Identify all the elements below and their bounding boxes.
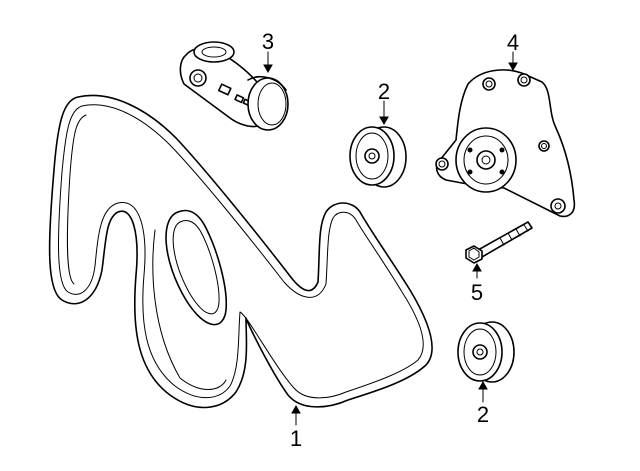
belt-tensioner[interactable] xyxy=(179,41,289,131)
callout-water-pump: 4 xyxy=(507,30,519,55)
callout-bolt: 5 xyxy=(471,280,483,305)
serpentine-belt[interactable] xyxy=(48,94,433,409)
bolt[interactable] xyxy=(465,221,533,264)
callout-idler-pulley-upper: 2 xyxy=(378,79,390,104)
water-pump[interactable] xyxy=(435,69,576,218)
callout-leaders xyxy=(263,51,518,426)
idler-pulley-lower[interactable] xyxy=(457,321,515,383)
callout-tensioner: 3 xyxy=(262,29,274,54)
callout-idler-pulley-lower: 2 xyxy=(477,402,489,427)
idler-pulley-upper[interactable] xyxy=(349,126,407,188)
callout-belt: 1 xyxy=(290,426,302,451)
